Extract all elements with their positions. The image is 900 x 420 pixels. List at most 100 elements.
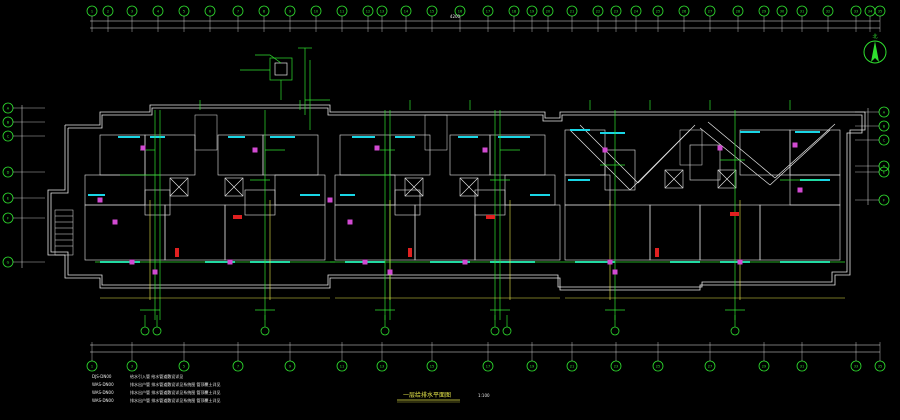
grid-label: 11 <box>340 365 344 369</box>
riser-lines <box>100 200 845 300</box>
grid-bubble-left: C <box>2 130 45 142</box>
grid-bubble-top: 9 <box>284 5 296 32</box>
grid-bubble-top: 33 <box>850 5 862 32</box>
grid-label: 33 <box>854 365 858 369</box>
grid-bubble-bottom: 11 <box>336 342 348 372</box>
fixture-marker <box>152 269 158 275</box>
legend-item: WAS-DN00 排水出户管 排水管道敷设详见系统图 管顶覆土详见 <box>92 389 221 395</box>
legend-code: WAS-DN00 <box>92 398 114 403</box>
grid-bubble-left: G <box>2 256 45 268</box>
legend-code: WAS-DN00 <box>92 382 114 387</box>
grid-label: 6 <box>209 10 211 14</box>
grid-bubble-bottom: 1 <box>86 342 98 372</box>
grid-label: 23 <box>614 10 618 14</box>
grid-label: 13 <box>380 10 384 14</box>
grid-label: E <box>883 171 885 175</box>
diagonal-walls <box>569 121 836 191</box>
riser-bubbles <box>140 326 740 336</box>
grid-label: 12 <box>366 10 370 14</box>
grid-bubble-top: 31 <box>796 5 808 32</box>
grid-label: 9 <box>289 10 291 14</box>
grid-bubble-bottom: 13 <box>376 342 388 372</box>
room-wall <box>274 174 326 206</box>
room-wall <box>489 134 546 176</box>
room-wall <box>394 189 421 216</box>
grid-bubble-top: 14 <box>400 5 412 32</box>
fixture-marker <box>112 219 118 225</box>
grid-bubble-top: 10 <box>310 5 322 32</box>
room-wall <box>224 204 326 261</box>
room-wall <box>474 189 506 216</box>
grid-label: 4 <box>157 10 160 14</box>
grid-bubble-top: 2 <box>102 5 114 32</box>
grid-label: G <box>7 261 10 265</box>
grid-bubble-right: C <box>855 134 890 146</box>
fixtures <box>97 142 803 275</box>
grid-bubble-top: 7 <box>232 5 244 32</box>
grid-bubble-top: 23 <box>610 5 622 32</box>
room-wall <box>759 204 841 261</box>
water-pipes <box>95 60 845 327</box>
grid-label: 5 <box>183 10 185 14</box>
legend-item: WAS-DN00 排水出户管 排水管道敷设详见系统图 管顶覆土详见 <box>92 381 221 387</box>
legend-text: 排水出户管 排水管道敷设详见系统图 管顶覆土详见 <box>130 381 221 387</box>
room-wall <box>334 204 416 261</box>
grid-bubble-bottom: 9 <box>284 342 296 372</box>
grid-bubble-right: B <box>855 120 890 132</box>
grid-bubble-bottom: 17 <box>482 342 494 372</box>
fixture-marker <box>717 145 723 151</box>
grid-bubble-top: 19 <box>526 5 538 32</box>
grid-label: 21 <box>570 10 574 14</box>
grid-label: 24 <box>634 10 639 14</box>
grid-bubble-top: 35 <box>874 5 886 32</box>
manhole-detail <box>240 47 312 115</box>
interior-walls <box>84 129 841 261</box>
grid-label: 21 <box>570 365 574 369</box>
grid-label: 18 <box>512 10 516 14</box>
grid-label: 13 <box>380 365 384 369</box>
fixture-marker <box>252 147 258 153</box>
grid-label: 14 <box>404 10 409 14</box>
grid-bubble-top: 30 <box>776 5 788 32</box>
elevator-shafts <box>169 169 737 197</box>
fixture-marker <box>462 259 468 265</box>
fixture-marker <box>482 147 488 153</box>
grid-bubble-bottom: 25 <box>652 342 664 372</box>
grid-label: 3 <box>131 10 133 14</box>
grid-bubble-left: F <box>2 212 45 224</box>
grid-bubble-top: 25 <box>652 5 664 32</box>
room-wall <box>474 204 561 261</box>
legend-code: WAS-DN00 <box>92 390 114 395</box>
fixture-marker <box>374 145 380 151</box>
grid-bubble-bottom: 29 <box>758 342 770 372</box>
grid-bubble-top: 5 <box>178 5 190 32</box>
grid-bubble-top: 11 <box>336 5 348 32</box>
fixture-marker <box>362 259 368 265</box>
grid-bubble-top: 21 <box>566 5 578 32</box>
grid-bubble-top: 28 <box>732 5 744 32</box>
grid-bubble-left: D <box>2 166 45 178</box>
room-wall <box>564 129 606 176</box>
room-wall <box>564 204 651 261</box>
grid-bubble-top: 20 <box>542 5 554 32</box>
grid-label: 25 <box>656 10 660 14</box>
grid-label: 19 <box>530 10 534 14</box>
stairwells <box>54 114 703 256</box>
grid-bubble-bottom: 31 <box>796 342 808 372</box>
room-wall <box>504 174 556 206</box>
room-wall <box>244 189 276 216</box>
grid-label: 26 <box>682 10 686 14</box>
bottom-dimension-lines <box>90 344 880 353</box>
grid-bubble-top: 15 <box>426 5 438 32</box>
grid-label: 29 <box>762 10 766 14</box>
grid-bubble-bottom: 3 <box>126 342 138 372</box>
grid-label: 35 <box>878 10 882 14</box>
legend-text: 排水出户管 排水管道敷设详见系统图 管顶覆土详见 <box>130 389 221 395</box>
room-wall <box>334 174 396 206</box>
north-arrow-label: 北 <box>872 33 877 40</box>
